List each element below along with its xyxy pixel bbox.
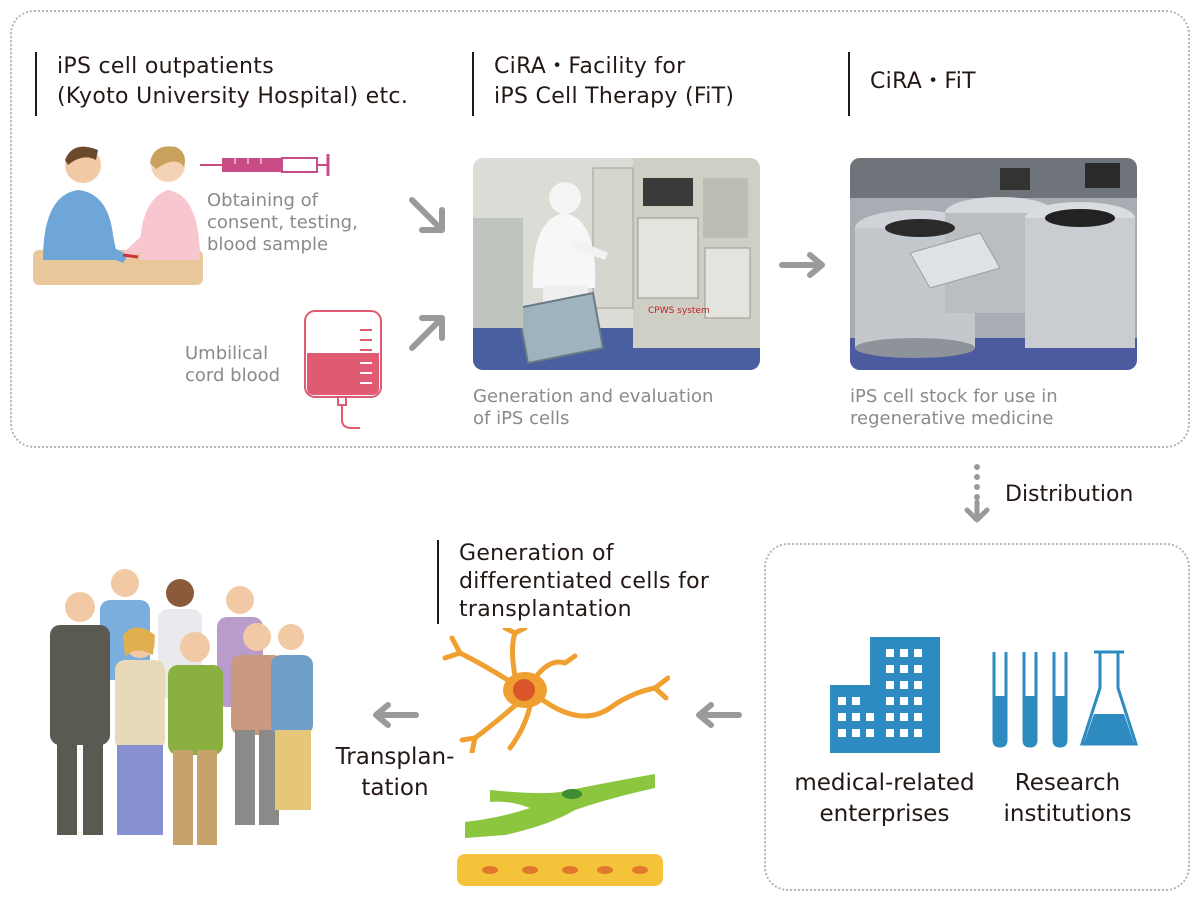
arrow-up-right-icon — [408, 312, 448, 352]
heading-fit-line2: iPS Cell Therapy (FiT) — [494, 84, 735, 109]
arrow-right-icon — [778, 250, 828, 280]
differentiated-line2: differentiated cells for — [459, 569, 710, 594]
fit-caption: Generation and evaluation of iPS cells — [473, 386, 713, 430]
heading-cira-fit-line1: CiRA・FiT — [870, 69, 976, 94]
enterprises-label: medical-related enterprises — [782, 768, 987, 830]
research-line2: institutions — [1003, 801, 1132, 827]
stock-caption-line2: regenerative medicine — [850, 408, 1054, 429]
people-group-illustration — [35, 565, 320, 870]
heading-outpatients-line2: (Kyoto University Hospital) etc. — [57, 84, 409, 109]
heading-fit: CiRA・Facility for iPS Cell Therapy (FiT) — [472, 52, 734, 116]
machine-label: CPWS system — [648, 306, 710, 316]
fit-caption-line2: of iPS cells — [473, 408, 570, 429]
differentiated-line1: Generation of — [459, 541, 614, 566]
distribution-arrow-icon — [962, 462, 992, 526]
cord-blood-text: Umbilical cord blood — [185, 343, 280, 387]
heading-fit-line1: CiRA・Facility for — [494, 54, 686, 79]
arrow-left-transplant-icon — [370, 700, 420, 730]
consent-line2: consent, testing, — [207, 212, 358, 233]
differentiated-line3: transplantation — [459, 597, 632, 622]
research-label: Research institutions — [985, 768, 1150, 830]
stock-caption: iPS cell stock for use in regenerative m… — [850, 386, 1058, 430]
consent-line3: blood sample — [207, 234, 329, 255]
neuron-illustration — [440, 628, 670, 753]
lab-photo: CPWS system — [473, 158, 760, 370]
muscle-fiber-illustration — [455, 850, 665, 892]
enterprises-line2: enterprises — [819, 801, 950, 827]
syringe-icon — [200, 150, 340, 180]
transplant-line1: Transplan- — [335, 744, 455, 770]
heading-outpatients-line1: iPS cell outpatients — [57, 54, 274, 79]
consent-line1: Obtaining of — [207, 190, 318, 211]
patient-nurse-illustration — [28, 135, 208, 295]
top-panel — [10, 10, 1190, 448]
heading-differentiated: Generation of differentiated cells for t… — [437, 540, 709, 624]
cord-line1: Umbilical — [185, 343, 269, 364]
transplantation-label: Transplan- tation — [330, 742, 460, 804]
building-icon — [830, 637, 940, 753]
arrow-down-right-icon — [408, 196, 448, 236]
blood-bag-icon — [302, 308, 387, 433]
distribution-label: Distribution — [1005, 482, 1134, 507]
cell-stock-photo — [850, 158, 1137, 370]
test-tubes-flask-icon — [990, 648, 1140, 750]
heading-outpatients: iPS cell outpatients (Kyoto University H… — [35, 52, 408, 116]
cardiac-muscle-illustration — [460, 770, 660, 845]
enterprises-line1: medical-related — [794, 770, 975, 796]
distribution-panel — [764, 543, 1190, 891]
heading-cira-fit: CiRA・FiT — [848, 52, 976, 116]
transplant-line2: tation — [361, 775, 429, 801]
fit-caption-line1: Generation and evaluation — [473, 386, 714, 407]
consent-text: Obtaining of consent, testing, blood sam… — [207, 190, 358, 256]
cord-line2: cord blood — [185, 365, 281, 386]
stock-caption-line1: iPS cell stock for use in — [850, 386, 1058, 407]
arrow-left-icon — [693, 700, 743, 730]
research-line1: Research — [1014, 770, 1121, 796]
